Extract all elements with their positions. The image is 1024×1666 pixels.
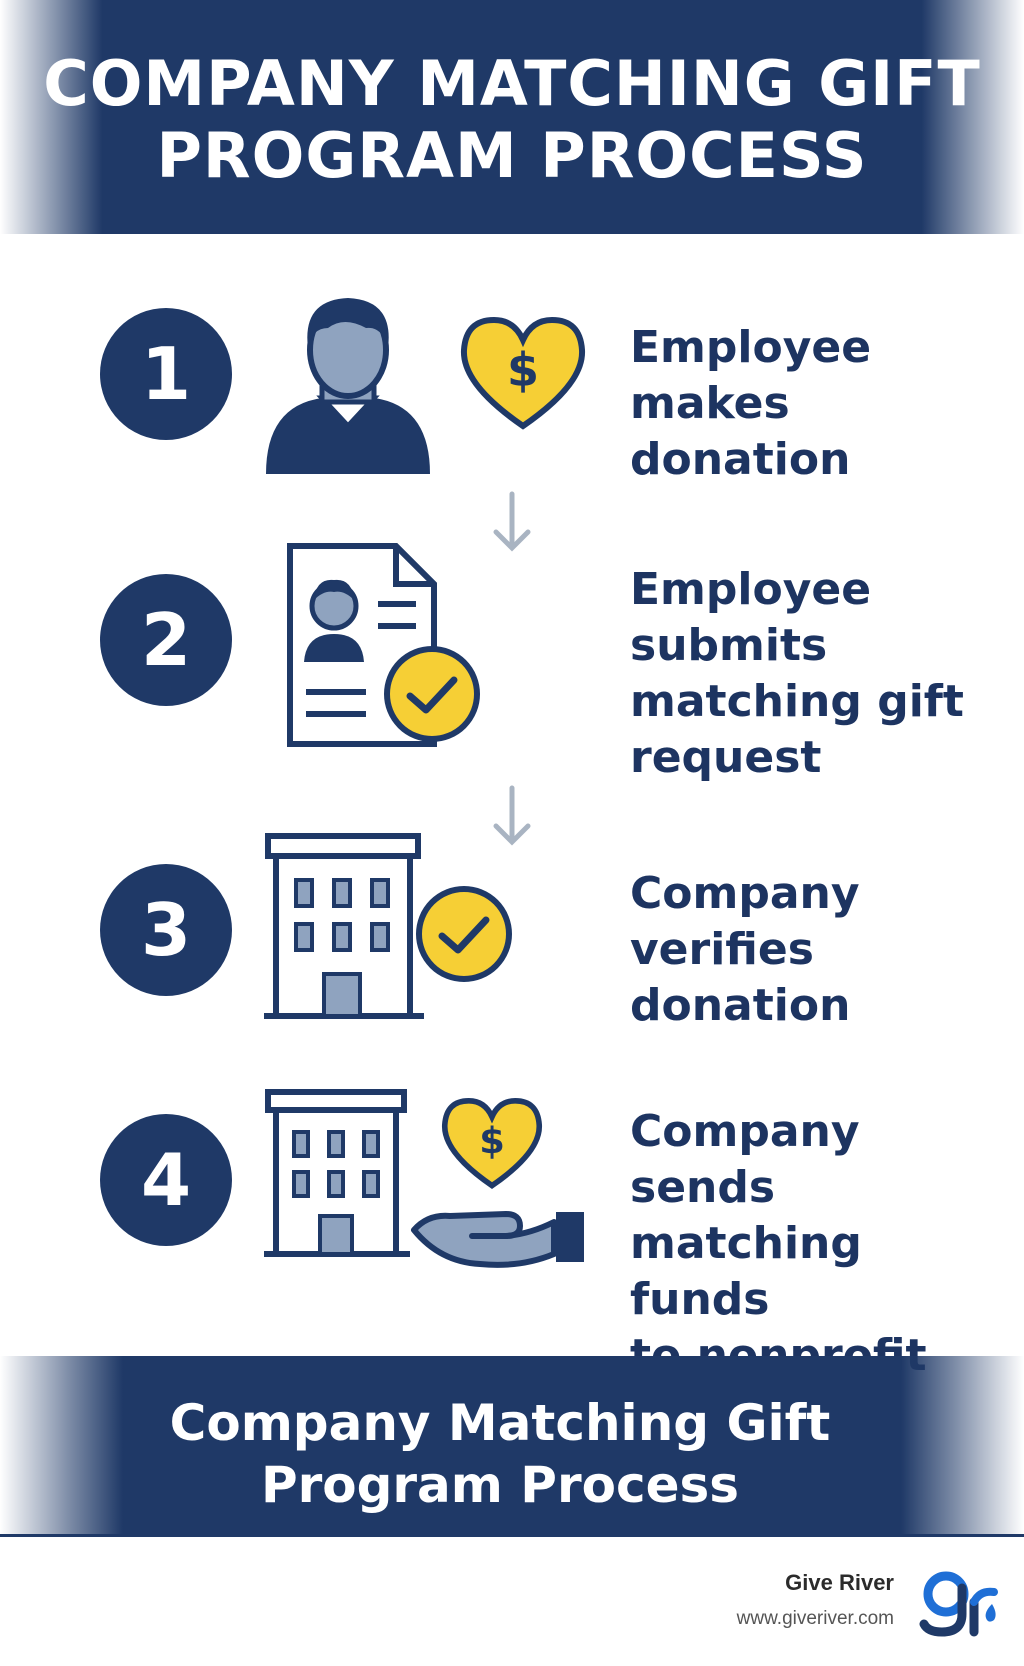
footer-banner-title: Company Matching Gift Program Process bbox=[169, 1394, 831, 1514]
step-description: Company verifies donation bbox=[630, 868, 860, 1031]
step-description: Employee makes donation bbox=[630, 322, 872, 485]
down-arrow-icon bbox=[493, 491, 531, 552]
svg-text:$: $ bbox=[507, 343, 539, 397]
person-icon bbox=[262, 286, 434, 482]
brand-url[interactable]: www.giveriver.com bbox=[736, 1608, 894, 1629]
step-number: 4 bbox=[100, 1114, 232, 1246]
step-number: 3 bbox=[100, 864, 232, 996]
building-icon bbox=[262, 832, 426, 1026]
building-icon bbox=[262, 1088, 412, 1264]
header-banner bbox=[0, 0, 1024, 234]
down-arrow-icon bbox=[493, 785, 531, 846]
step-number: 2 bbox=[100, 574, 232, 706]
give-river-logo bbox=[918, 1568, 1002, 1638]
step-description: Employee submits matching gift request bbox=[630, 564, 964, 783]
heart-dollar-icon: $ bbox=[458, 314, 588, 438]
checkmark-circle-icon bbox=[414, 884, 514, 988]
footer-banner bbox=[0, 1356, 1024, 1534]
page-title: COMPANY MATCHING GIFT PROGRAM PROCESS bbox=[43, 47, 981, 192]
checkmark-circle-icon bbox=[382, 644, 482, 748]
brand-name: Give River bbox=[785, 1570, 894, 1595]
svg-text:$: $ bbox=[479, 1120, 505, 1163]
step-number: 1 bbox=[100, 308, 232, 440]
step-description: Company sends matching funds to nonprofi… bbox=[630, 1106, 927, 1381]
giving-hand-icon bbox=[410, 1184, 590, 1272]
heart-dollar-icon: $ bbox=[440, 1096, 544, 1196]
divider bbox=[0, 1534, 1024, 1537]
